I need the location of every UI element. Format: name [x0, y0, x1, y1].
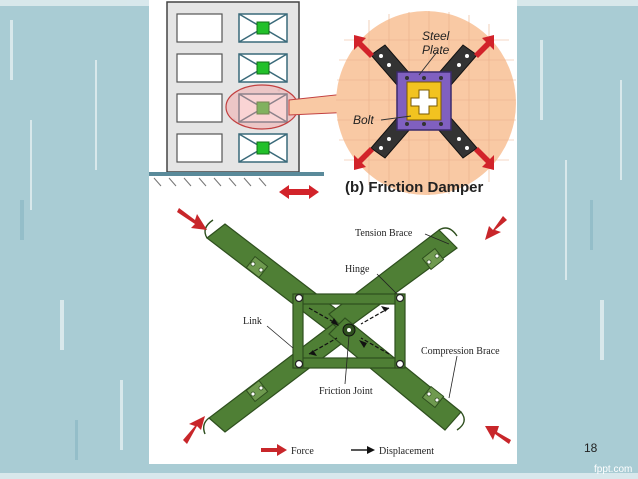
- friction-joint-label: Friction Joint: [319, 386, 373, 397]
- steel-plate-label-line2: Plate: [422, 43, 450, 57]
- ground-motion-arrow-icon: [279, 185, 319, 199]
- damper-blocks: [256, 21, 270, 155]
- ground: [149, 172, 324, 176]
- compression-brace-label: Compression Brace: [421, 346, 500, 357]
- x-brace-mechanism-figure: Tension Brace Hinge Link Compression Bra…: [149, 200, 517, 464]
- friction-damper-figure: Steel Plate Bolt (b) Friction Damper: [149, 1, 516, 199]
- force-arrows-icon: [177, 208, 511, 444]
- tension-brace-label: Tension Brace: [355, 228, 413, 239]
- building-windows: [176, 13, 223, 163]
- slide-page-number: 18: [584, 441, 598, 455]
- legend-force-label: Force: [291, 446, 314, 457]
- steel-plate-label: Steel: [422, 29, 450, 43]
- legend: Force Displacement: [261, 444, 434, 457]
- bolt-label: Bolt: [353, 113, 374, 127]
- hinge-label: Hinge: [345, 264, 370, 275]
- figure-caption: (b) Friction Damper: [345, 179, 484, 196]
- connection-plates: [245, 247, 445, 409]
- legend-force-arrow-icon: [261, 444, 287, 456]
- force-arrows-icon: [354, 35, 494, 170]
- damper-highlight: [225, 84, 299, 130]
- bubble-grid: [336, 11, 516, 195]
- watermark: fppt.com: [594, 464, 633, 475]
- link-label: Link: [243, 316, 262, 327]
- hinges: [294, 293, 405, 369]
- legend-displacement-label: Displacement: [379, 446, 434, 457]
- legend-displacement-arrow-icon: [367, 446, 375, 454]
